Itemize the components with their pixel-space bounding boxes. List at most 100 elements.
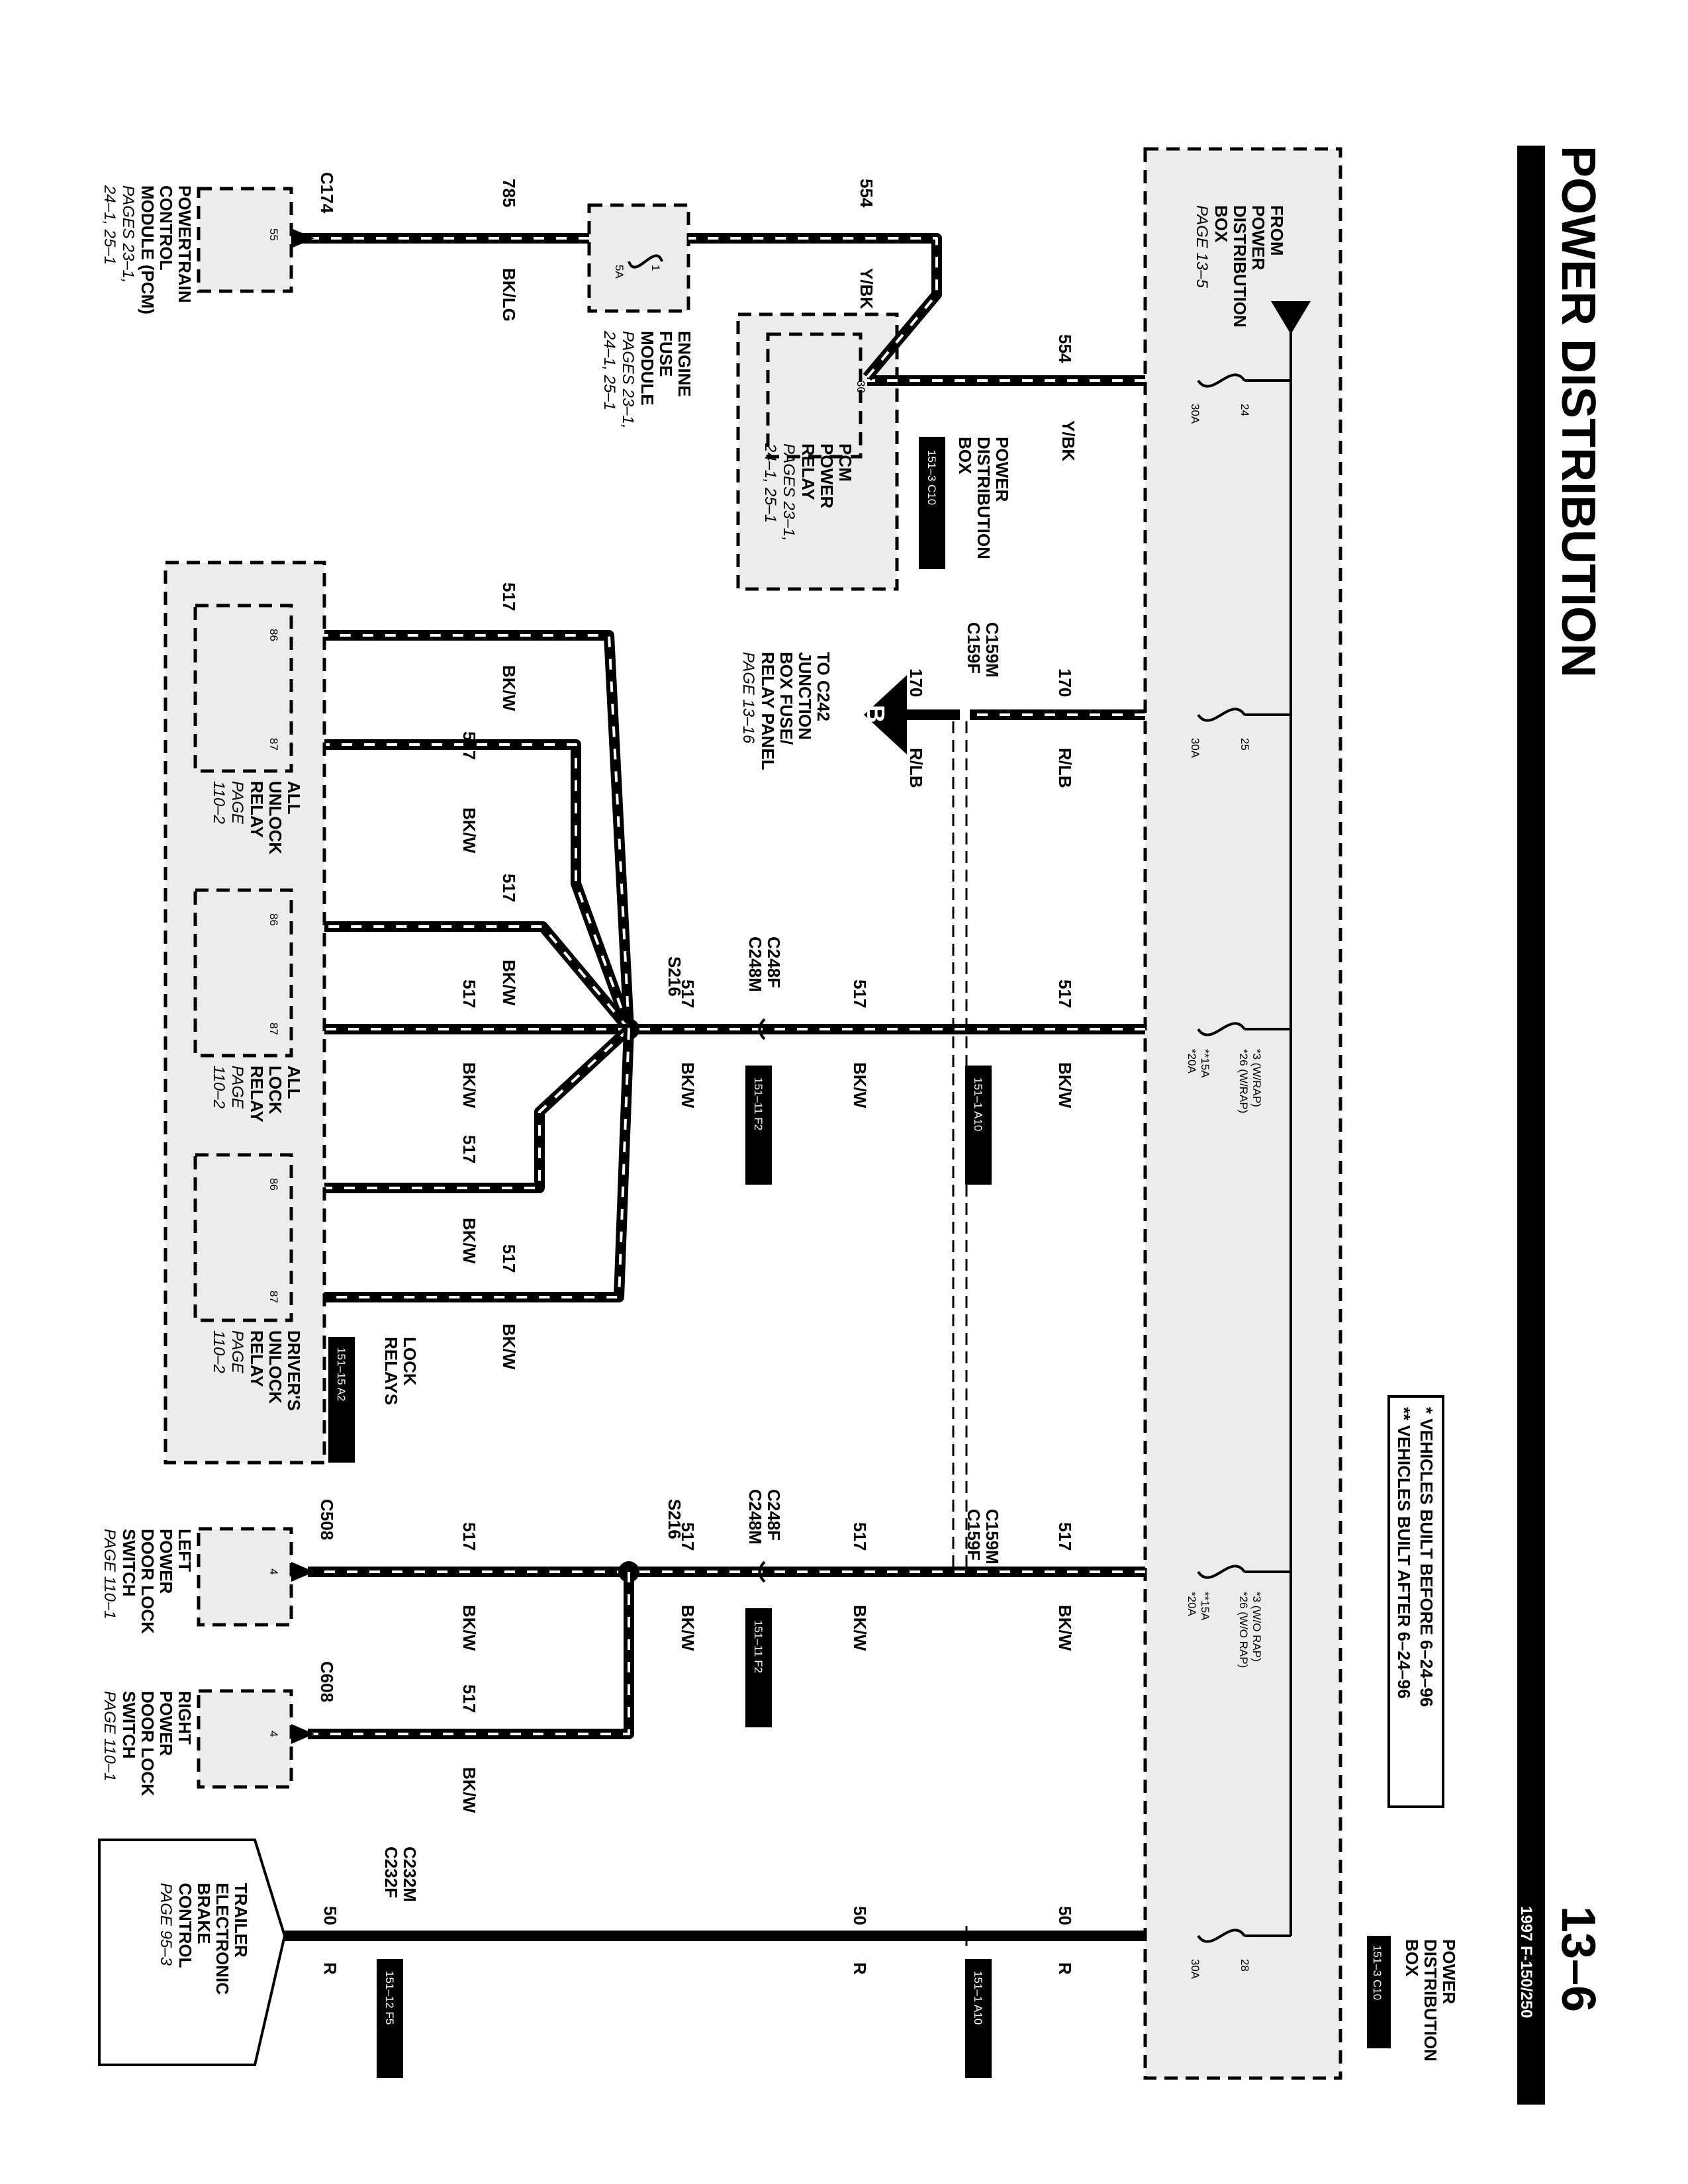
power-distribution-box: [1143, 147, 1342, 2080]
svg-text:FROM: FROM: [1267, 205, 1287, 256]
w517-i-color: BK/W: [499, 1324, 519, 1370]
s216-lower-label: S216: [665, 1499, 684, 1539]
fuse-26a-amp-2: *20A: [1186, 1049, 1198, 1074]
svg-text:151–3 C10: 151–3 C10: [1371, 1945, 1383, 2000]
w517-g-color: BK/W: [459, 1062, 479, 1109]
c159-connector: C159M C159F C159M C159F: [952, 622, 1002, 1572]
right-switch-box: [197, 1689, 293, 1789]
c232f-label: C232F: [381, 1846, 401, 1898]
legend-line-1: * VEHICLES BUILT BEFORE 6–24–96: [1417, 1407, 1436, 1707]
svg-text:RELAYS: RELAYS: [381, 1337, 401, 1405]
w50-c-color: R: [320, 1962, 340, 1975]
pcm-connector: C174: [317, 172, 337, 214]
drivers-pin-86: 86: [267, 1178, 280, 1191]
svg-text:MODULE (PCM): MODULE (PCM): [138, 185, 158, 314]
svg-text:TO C242: TO C242: [814, 652, 833, 721]
w517-l-color: BK/W: [678, 1605, 698, 1651]
w517-a-circuit: 517: [1055, 979, 1075, 1008]
svg-text:151–15 A2: 151–15 A2: [335, 1347, 348, 1401]
junction-letter: B: [861, 705, 889, 723]
svg-text:POWER: POWER: [156, 1529, 176, 1594]
fuse-28-icon: [1197, 1929, 1246, 1943]
w517-h-circuit: 517: [459, 1135, 479, 1163]
svg-text:DOOR LOCK: DOOR LOCK: [138, 1691, 158, 1796]
tag-151-1-a10-lower: 151–1 A10: [965, 1959, 992, 2078]
lock-relays-box: [164, 561, 326, 1465]
drivers-pin-87: 87: [267, 1291, 280, 1303]
svg-text:PAGE 13–5: PAGE 13–5: [1193, 205, 1211, 289]
w785-circuit: 785: [499, 179, 519, 207]
svg-text:POWER: POWER: [817, 443, 837, 508]
svg-text:UNLOCK: UNLOCK: [265, 781, 285, 854]
fuse-26a-icon: [1197, 1022, 1246, 1036]
svg-text:POWER: POWER: [992, 437, 1012, 502]
svg-text:DISTRIBUTION: DISTRIBUTION: [1421, 1939, 1440, 2062]
svg-text:PAGES 23–1,: PAGES 23–1,: [619, 331, 637, 429]
left-connector: C508: [317, 1499, 337, 1540]
w517-j-color: BK/W: [1055, 1605, 1075, 1651]
junction-label: TO C242 JUNCTION BOX FUSE/ RELAY PANEL P…: [739, 652, 833, 770]
svg-text:BOX FUSE/: BOX FUSE/: [776, 652, 796, 745]
w517-n-circuit: 517: [459, 1684, 479, 1713]
fuse-24-amp: 30A: [1189, 404, 1201, 424]
svg-text:ALL: ALL: [284, 781, 304, 815]
svg-text:C159M: C159M: [982, 622, 1002, 678]
svg-text:PAGE: PAGE: [228, 1330, 246, 1374]
engine-fuse-module: [587, 203, 690, 313]
svg-text:110–2: 110–2: [210, 1066, 228, 1109]
page-title: POWER DISTRIBUTION: [1552, 146, 1605, 678]
w517-b-circuit: 517: [850, 979, 870, 1008]
c248-lower-pin-icon: [758, 1561, 766, 1583]
tag-151-11-f2-upper: 151–11 F2: [745, 1066, 772, 1185]
w170b-circuit: 170: [906, 668, 926, 697]
svg-text:PAGES 23–1,: PAGES 23–1,: [780, 443, 798, 541]
model-label: 1997 F-150/250: [1517, 1906, 1535, 2018]
pcm-box: [197, 187, 293, 293]
svg-text:151–11 F2: 151–11 F2: [752, 1620, 765, 1673]
svg-text:RELAY: RELAY: [247, 1066, 267, 1122]
w785-color: BK/LG: [499, 268, 519, 322]
page-number: 13–6: [1552, 1906, 1605, 2012]
fuse-26b-num-2: *26 (W/O RAP): [1237, 1592, 1250, 1668]
w517-k-circuit: 517: [850, 1522, 870, 1551]
svg-text:BOX: BOX: [955, 437, 975, 475]
wire-517-drivers-86: [314, 1025, 633, 1193]
fuse-26b-amp-1: **15A: [1199, 1592, 1211, 1621]
pcm-relay-pin: 30: [855, 381, 867, 393]
engine-fuse-label: ENGINE FUSE MODULE PAGES 23–1, 24–1, 25–…: [600, 330, 694, 429]
svg-text:PAGE 95–3: PAGE 95–3: [157, 1883, 175, 1966]
w517-h-color: BK/W: [459, 1218, 479, 1264]
w170a-color: R/LB: [1055, 748, 1075, 788]
pdb-side-tag: 151–3 C10: [1367, 1936, 1391, 2048]
fuse-25-num: 25: [1239, 738, 1251, 751]
w517-n-color: BK/W: [459, 1767, 479, 1813]
svg-text:PAGE 110–1: PAGE 110–1: [101, 1691, 118, 1782]
pdb-top-tag: 151–3 C10: [919, 437, 945, 569]
engine-fuse-num: 1: [649, 265, 662, 271]
svg-text:110–2: 110–2: [210, 1330, 228, 1373]
tag-151-12-f5: 151–12 F5: [377, 1959, 403, 2078]
lock-relays-label: LOCK RELAYS: [381, 1337, 420, 1405]
fuse-labels: 24 30A 25 30A *3 (W/RAP) *26 (W/RAP) **1…: [1186, 404, 1263, 1979]
svg-text:POWER: POWER: [1439, 1939, 1459, 2004]
svg-text:110–2: 110–2: [210, 781, 228, 824]
w517-e-color: BK/W: [459, 807, 479, 854]
left-switch-pin: 4: [267, 1569, 280, 1574]
w517-i-circuit: 517: [499, 1244, 519, 1273]
w50-a-color: R: [1055, 1962, 1075, 1975]
c248f-lower-label: C248F: [764, 1489, 784, 1541]
w517-l-circuit: 517: [678, 1522, 698, 1551]
junction-arrow-icon: [864, 675, 907, 754]
svg-text:CONTROL: CONTROL: [175, 1883, 195, 1968]
wire-517-drivers-87: [314, 1028, 634, 1302]
svg-text:RELAY: RELAY: [247, 1330, 267, 1387]
trailer-brake-label: TRAILER ELECTRONIC BRAKE CONTROL PAGE 95…: [157, 1883, 251, 1995]
all-unlock-relay-label: ALL UNLOCK RELAY PAGE 110–2: [210, 781, 304, 854]
w170b-color: R/LB: [906, 748, 926, 788]
svg-text:SWITCH: SWITCH: [119, 1529, 139, 1597]
fuse-28-num: 28: [1239, 1959, 1251, 1972]
svg-text:LOCK: LOCK: [400, 1337, 420, 1386]
w517-e-circuit: 517: [459, 731, 479, 760]
trailer-brake-control-box: [98, 1839, 287, 2066]
all-unlock-relay: [193, 604, 293, 773]
